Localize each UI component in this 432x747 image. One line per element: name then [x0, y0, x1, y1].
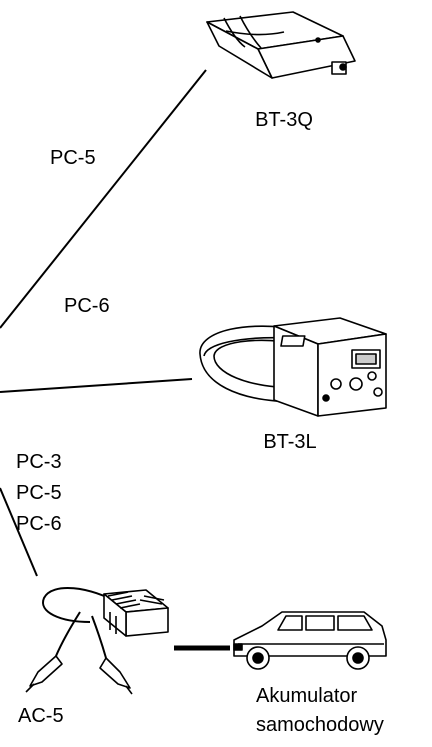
- ac-5-adapter-icon: [26, 588, 168, 694]
- device-label-bt-3l: BT-3L: [230, 430, 350, 454]
- cable-label-pc5: PC-5: [50, 146, 96, 170]
- cable-label-pc5-lower: PC-5: [16, 481, 62, 505]
- bt-3q-device-icon: [207, 12, 355, 78]
- cable-label-pc6: PC-6: [64, 294, 110, 318]
- battery-label-line2: samochodowy: [256, 713, 384, 737]
- device-label-bt-3q: BT-3Q: [224, 108, 344, 132]
- station-wagon-car-icon: [234, 612, 386, 669]
- battery-label-line1: Akumulator: [256, 684, 357, 708]
- cable-label-pc6-lower: PC-6: [16, 512, 62, 536]
- cable-label-pc3: PC-3: [16, 450, 62, 474]
- cable-line-pc5-upper: [0, 70, 206, 328]
- cable-line-pc6-middle: [0, 379, 192, 392]
- device-label-ac-5: AC-5: [18, 704, 64, 728]
- bt-3l-device-icon: [200, 318, 386, 416]
